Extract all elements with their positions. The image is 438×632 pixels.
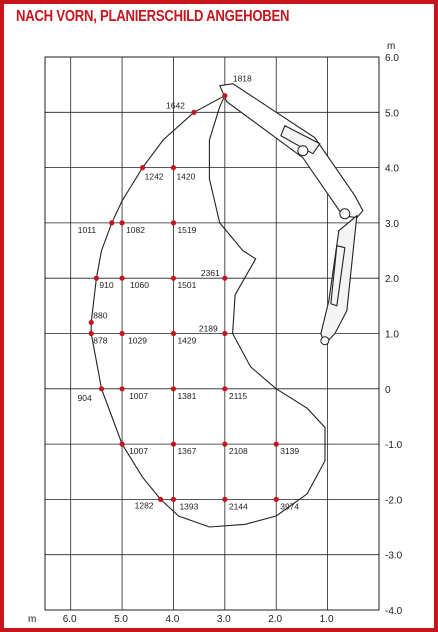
data-label: 1420 (176, 172, 195, 182)
data-label: 1029 (128, 336, 147, 346)
y-tick-label: 6.0 (385, 53, 399, 64)
data-point (222, 93, 228, 99)
y-tick-label: 2.0 (385, 274, 399, 285)
x-tick-label: 3.0 (217, 614, 231, 625)
x-tick-label: 1.0 (320, 614, 334, 625)
data-label: 1381 (177, 391, 196, 401)
data-point (222, 441, 228, 447)
data-point (170, 441, 177, 447)
data-point (170, 386, 177, 392)
y-tick-label: 0 (385, 385, 391, 396)
y-tick-label: -1.0 (385, 440, 403, 451)
data-point (273, 496, 279, 502)
data-label: 880 (93, 310, 107, 320)
data-label: 1082 (126, 225, 145, 235)
x-tick-label: 4.0 (165, 614, 179, 625)
data-label: 910 (99, 280, 113, 290)
data-point (119, 275, 125, 281)
y-tick-label: -3.0 (385, 551, 403, 562)
data-label: 904 (78, 393, 92, 403)
data-point (88, 330, 94, 337)
data-point (170, 275, 177, 281)
data-label: 1367 (177, 446, 196, 456)
y-tick-label: -2.0 (385, 495, 403, 506)
y-tick-label: 4.0 (385, 164, 399, 175)
data-point (170, 496, 177, 502)
data-label: 2144 (229, 501, 248, 511)
data-point (140, 165, 146, 171)
data-point (119, 330, 125, 337)
data-point (158, 496, 164, 502)
arm-segment (330, 245, 346, 307)
reach-envelope (90, 95, 326, 528)
data-label: 1818 (233, 74, 252, 84)
arm-segment (280, 124, 321, 155)
data-label: 1242 (145, 172, 164, 182)
x-tick-label: 5.0 (114, 614, 128, 625)
arm-segment (219, 83, 364, 219)
data-label: 1642 (166, 100, 185, 110)
data-label: 1060 (130, 280, 149, 290)
arm-pivot (320, 336, 330, 346)
data-point (273, 441, 279, 447)
data-label: 1282 (135, 500, 154, 510)
data-label: 878 (93, 336, 107, 346)
data-point (170, 330, 177, 337)
data-point (98, 386, 105, 392)
y-tick-label: -4.0 (385, 606, 403, 617)
x-tick-label: 2.0 (268, 614, 282, 625)
y-tick-label: 1.0 (385, 330, 399, 341)
data-label: 1007 (129, 446, 148, 456)
data-point (191, 109, 197, 115)
arm-pivot (339, 208, 351, 220)
data-point (109, 220, 115, 226)
data-label: 1011 (78, 225, 97, 235)
x-axis-unit: m (28, 614, 36, 625)
data-point (170, 165, 177, 171)
data-point (222, 386, 228, 392)
data-label: 2108 (229, 446, 248, 456)
data-point (119, 220, 125, 226)
data-label: 1519 (177, 225, 196, 235)
y-tick-label: 5.0 (385, 108, 399, 119)
data-label: 3139 (280, 446, 299, 456)
data-point (119, 386, 125, 392)
chart-title: NACH VORN, PLANIERSCHILD ANGEHOBEN (16, 8, 290, 25)
y-axis-unit: m (387, 41, 395, 52)
data-label: 1429 (177, 336, 196, 346)
data-point (222, 330, 228, 337)
data-point (170, 220, 177, 226)
arm-pivot (297, 145, 309, 157)
data-label: 2115 (229, 391, 248, 401)
data-point (222, 496, 228, 502)
y-tick-label: 3.0 (385, 219, 399, 230)
data-label: 1007 (129, 391, 148, 401)
data-label: 3974 (280, 501, 299, 511)
data-point (93, 275, 99, 281)
data-point (88, 319, 94, 326)
data-label: 1393 (179, 501, 198, 511)
data-label: 2361 (201, 268, 220, 278)
data-point (222, 275, 228, 281)
data-label: 1501 (177, 280, 196, 290)
x-tick-label: 6.0 (63, 614, 77, 625)
excavator-arm-icon (219, 83, 364, 346)
data-label: 2189 (199, 324, 218, 334)
data-point (119, 441, 125, 447)
